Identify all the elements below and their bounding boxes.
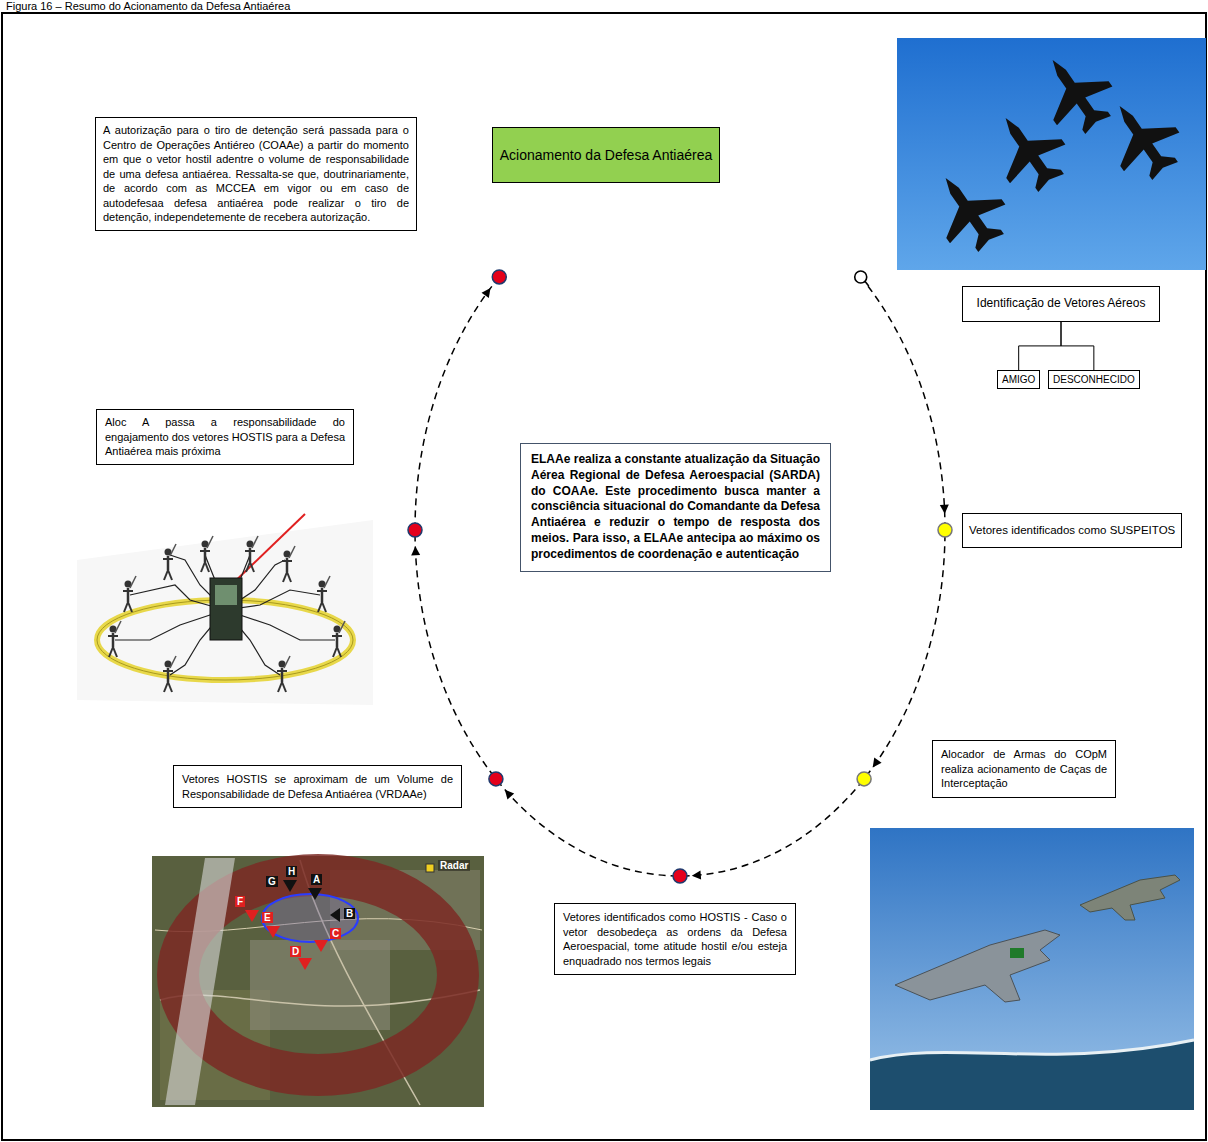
stage-box: Alocador de Armas do COpM realiza aciona… bbox=[932, 740, 1116, 798]
figure-title: Figura 16 – Resumo do Acionamento da Def… bbox=[6, 0, 290, 12]
callout-letter: B bbox=[344, 908, 355, 919]
cycle-arrowhead bbox=[482, 288, 491, 298]
callout-letter: A bbox=[311, 874, 322, 885]
cycle-arrowhead bbox=[411, 546, 420, 555]
category-box: DESCONHECIDO bbox=[1048, 370, 1140, 389]
cycle-path bbox=[415, 277, 945, 876]
callout-letter: E bbox=[262, 912, 273, 923]
stage-dot bbox=[408, 523, 422, 537]
stage-box: Vetores identificados como SUSPEITOS bbox=[962, 513, 1182, 548]
stage-dot bbox=[857, 772, 871, 786]
cycle-arrowhead bbox=[692, 871, 701, 880]
tree-connector bbox=[1019, 322, 1061, 370]
callout-letter: D bbox=[290, 946, 301, 957]
box-text: Aloc A passa a responsabilidade do engaj… bbox=[105, 415, 345, 459]
callout-letter: G bbox=[266, 876, 278, 887]
fighters-photo bbox=[870, 828, 1194, 1110]
box-text: Alocador de Armas do COpM realiza aciona… bbox=[941, 747, 1107, 791]
stage-dot bbox=[492, 270, 506, 284]
stage-dot bbox=[938, 523, 952, 537]
stage-box: Aloc A passa a responsabilidade do engaj… bbox=[96, 409, 354, 465]
jets-picture bbox=[897, 38, 1206, 270]
box-text: Identificação de Vetores Aéreos bbox=[967, 296, 1155, 312]
air-defense-ring-picture bbox=[77, 514, 373, 705]
start-marker-tail bbox=[865, 281, 869, 286]
note-box: A autorização para o tiro de detenção se… bbox=[95, 117, 417, 231]
map-picture bbox=[152, 856, 484, 1107]
cycle-arrowhead bbox=[940, 504, 949, 513]
callout-letter: C bbox=[330, 928, 341, 939]
cycle-arrowhead bbox=[505, 790, 514, 800]
stage-box: Vetores HOSTIS se aproximam de um Volume… bbox=[173, 765, 462, 808]
callout-letter: F bbox=[235, 896, 245, 907]
cycle-arrowhead bbox=[873, 758, 882, 768]
box-text: DESCONHECIDO bbox=[1053, 373, 1135, 386]
box-text: Acionamento da Defesa Antiaérea bbox=[499, 146, 713, 164]
tree-connector bbox=[1061, 322, 1094, 370]
callout-letter: H bbox=[286, 866, 297, 877]
box-text: A autorização para o tiro de detenção se… bbox=[103, 123, 409, 225]
box-text: ELAAe realiza a constante atualização da… bbox=[531, 452, 820, 563]
box-text: Vetores HOSTIS se aproximam de um Volume… bbox=[182, 772, 453, 801]
frame bbox=[2, 13, 1206, 1140]
stage-dot bbox=[673, 869, 687, 883]
box-text: Vetores identificados como SUSPEITOS bbox=[969, 523, 1175, 538]
box-text: Vetores identificados como HOSTIS - Caso… bbox=[563, 910, 787, 968]
center-note-box: ELAAe realiza a constante atualização da… bbox=[520, 443, 831, 572]
stage-dot bbox=[489, 772, 503, 786]
title-box: Acionamento da Defesa Antiaérea bbox=[492, 127, 720, 183]
stage-box: Vetores identificados como HOSTIS - Caso… bbox=[554, 903, 796, 975]
category-box: AMIGO bbox=[997, 370, 1040, 389]
box-text: AMIGO bbox=[1002, 373, 1035, 386]
process-box: Identificação de Vetores Aéreos bbox=[962, 286, 1160, 322]
map-label: Radar bbox=[438, 860, 470, 871]
